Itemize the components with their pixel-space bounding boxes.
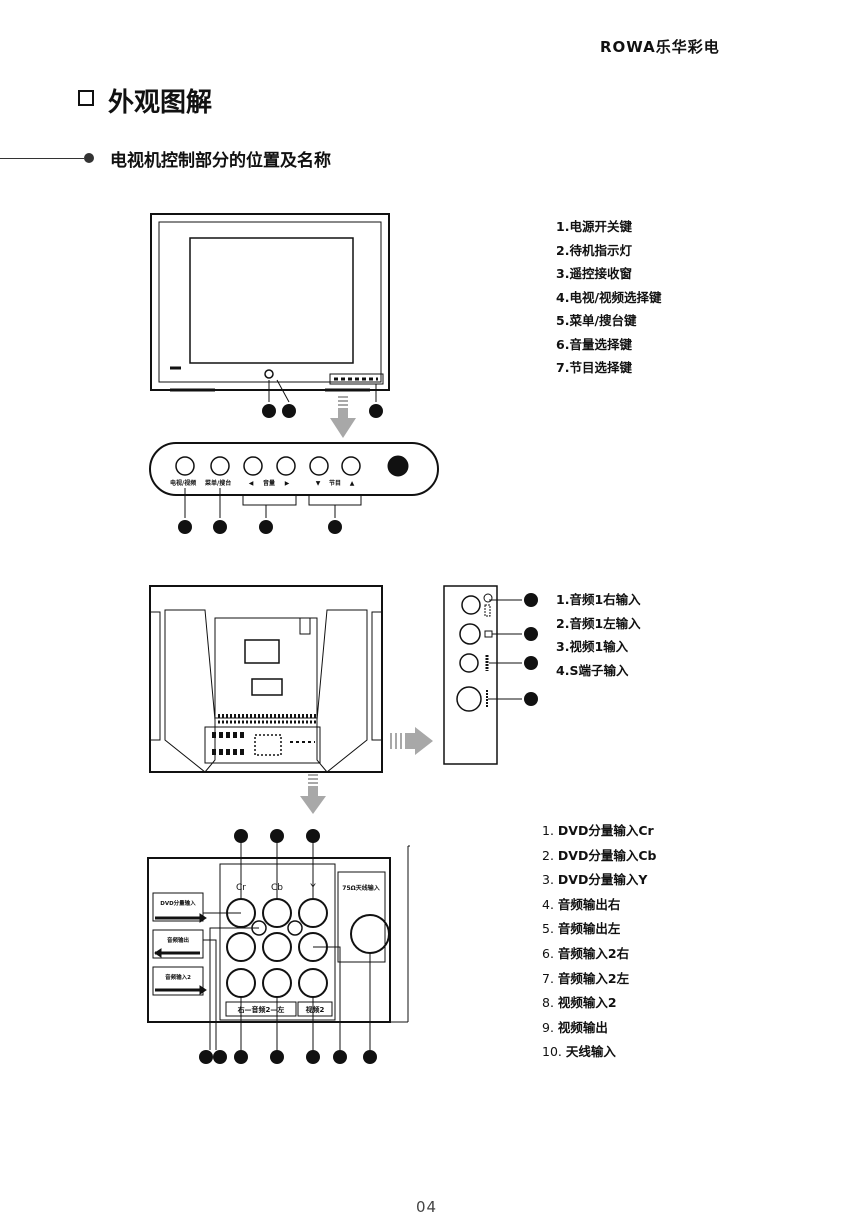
rear-legend: 1. DVD分量输入Cr 2. DVD分量输入Cb 3. DVD分量输入Y 4.… — [542, 819, 656, 1065]
legend-item: 1. DVD分量输入Cr — [542, 823, 654, 838]
legend-item: 8. 视频输入2 — [542, 995, 617, 1011]
tv-front-callouts — [262, 404, 383, 418]
tv-av-label: 电视/视频 — [170, 479, 196, 487]
cb-label: Cb — [271, 883, 283, 893]
cr-label: Cr — [236, 883, 246, 893]
side-av-panel-diagram — [443, 585, 522, 765]
legend-item: 4.S端子输入 — [556, 662, 629, 678]
volume-label: 音量 — [263, 479, 275, 487]
tv-front-diagram — [150, 213, 390, 403]
audio-in2-label: 音频输入2 — [165, 973, 191, 981]
audio-out-right-jack-icon — [226, 932, 256, 962]
section-subtitle: 电视机控制部分的位置及名称 — [110, 151, 331, 171]
tv-front-case — [150, 213, 390, 391]
program-label: 节目 — [329, 479, 341, 487]
legend-item: 2. DVD分量输入Cb — [542, 847, 657, 863]
left-arrow-glyph: ◀ — [249, 480, 254, 487]
control-panel-callouts — [178, 520, 342, 534]
brand-logo: ROWA乐华彩电 — [600, 38, 720, 56]
y-jack-icon — [298, 898, 328, 928]
rear-jack-callouts — [199, 829, 377, 1064]
legend-item: 7.节目选择键 — [556, 360, 632, 375]
legend-item: 9. 视频输出 — [542, 1019, 608, 1035]
legend-item: 5.菜单/搜台键 — [556, 313, 637, 328]
tv-screen — [189, 237, 354, 364]
rear-jack-panel-diagram — [147, 842, 410, 1050]
tv-av-button-icon — [175, 456, 195, 476]
legend-item: 10. 天线输入 — [542, 1044, 616, 1060]
menu-label: 菜单/搜台 — [204, 479, 231, 487]
arrow-right-icon — [390, 727, 433, 755]
arrow-down-icon — [330, 396, 356, 438]
page-number: 04 — [415, 1198, 438, 1216]
program-up-button-icon — [341, 456, 361, 476]
right-arrow-glyph: ▶ — [285, 480, 290, 487]
side-av-callouts — [524, 593, 538, 706]
remote-sensor-icon — [387, 455, 409, 477]
audio1-right-jack-icon — [461, 595, 481, 615]
page-title: 外观图解 — [108, 88, 213, 118]
antenna-jack-icon — [350, 914, 390, 954]
program-down-button-icon — [309, 456, 329, 476]
legend-item: 1.音频1右输入 — [556, 592, 641, 607]
dvd-in-label: DVD分量输入 — [160, 899, 196, 907]
legend-item: 2.音频1左输入 — [556, 615, 641, 631]
bullet-dot-icon — [84, 153, 94, 163]
video2-label: 视频2 — [306, 1005, 325, 1014]
checkbox-square-icon — [78, 90, 94, 106]
volume-up-button-icon — [276, 456, 296, 476]
rear-jack-labels: Cr Cb Y DVD分量输入 音频输出 音频输入2 75Ω天线输入 右—音频2… — [160, 883, 379, 1014]
subtitle-rule — [0, 158, 84, 159]
s-video-jack-icon — [456, 686, 482, 712]
legend-item: 6.音量选择键 — [556, 336, 632, 352]
front-legend: 1.电源开关键 2.待机指示灯 3.遥控接收窗 4.电视/视频选择键 5.菜单/… — [556, 215, 662, 380]
tv-front-buttons — [329, 373, 384, 385]
legend-item: 4. 音频输出右 — [542, 896, 621, 912]
legend-item: 3.视频1输入 — [556, 639, 629, 654]
legend-item: 6. 音频输入2右 — [542, 945, 630, 961]
video-in2-jack-icon — [298, 968, 328, 998]
menu-button-icon — [210, 456, 230, 476]
audio1-left-jack-icon — [459, 623, 481, 645]
arrow-down-icon — [300, 774, 326, 814]
audio-out-label: 音频输出 — [167, 936, 190, 944]
control-panel-diagram — [149, 442, 439, 518]
down-arrow-glyph: ▼ — [316, 480, 321, 487]
tv-rear-diagram — [149, 585, 383, 773]
legend-item: 3. DVD分量输入Y — [542, 872, 648, 888]
legend-item: 4.电视/视频选择键 — [556, 289, 662, 305]
audio-out-left-jack-icon — [262, 932, 292, 962]
cb-jack-icon — [262, 898, 292, 928]
audio-in2-left-jack-icon — [262, 968, 292, 998]
side-legend: 1.音频1右输入 2.音频1左输入 3.视频1输入 4.S端子输入 — [556, 588, 641, 682]
video1-jack-icon — [459, 653, 479, 673]
legend-item: 2.待机指示灯 — [556, 242, 632, 258]
audio-in2-right-jack-icon — [226, 968, 256, 998]
volume-down-button-icon — [243, 456, 263, 476]
legend-item: 1.电源开关键 — [556, 219, 632, 234]
legend-item: 3.遥控接收窗 — [556, 266, 632, 281]
power-button-icon — [264, 369, 274, 379]
control-panel-labels: 电视/视频 菜单/搜台 ◀ 音量 ▶ ▼ 节目 ▲ — [170, 479, 355, 487]
antenna-label: 75Ω天线输入 — [342, 884, 379, 892]
av2-lr-label: 右—音频2—左 — [237, 1005, 285, 1014]
y-label: Y — [309, 883, 316, 893]
legend-item: 5. 音频输出左 — [542, 921, 621, 937]
up-arrow-glyph: ▲ — [350, 480, 355, 487]
legend-item: 7. 音频输入2左 — [542, 970, 630, 986]
